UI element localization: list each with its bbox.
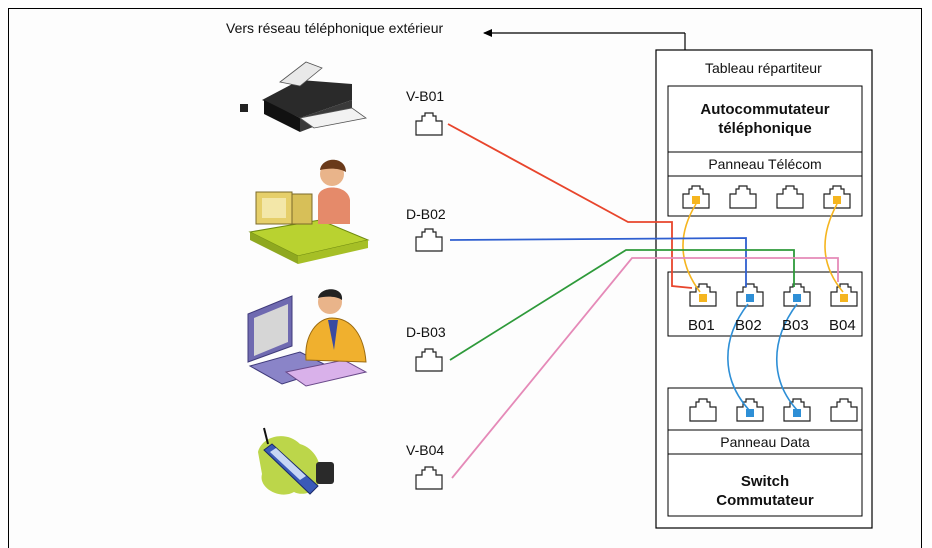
port-label-b03: B03: [782, 317, 809, 334]
horizontal-cables: [447, 123, 839, 479]
pabx-label: Autocommutateur téléphonique: [668, 100, 862, 138]
computer-workstation-icon: [248, 159, 370, 264]
outlet-label-v-b01: V-B01: [406, 88, 445, 104]
rack-title: Tableau répartiteur: [705, 60, 822, 76]
external-network-label: Vers réseau téléphonique extérieur: [226, 20, 444, 36]
data-panel-ports: [689, 398, 858, 422]
outlet-label-d-b02: D-B02: [406, 206, 446, 222]
pabx-label-line1: Autocommutateur: [700, 101, 830, 118]
switch-label-line1: Switch: [740, 473, 790, 490]
mobile-phone-icon: [258, 427, 334, 495]
computer-workstation-icon-2: [247, 289, 368, 387]
switch-label-line2: Commutateur: [716, 492, 814, 509]
port-label-b04: B04: [829, 317, 856, 334]
patch-cords: [682, 203, 844, 411]
port-label-b02: B02: [735, 317, 762, 334]
fax-printer-icon: [240, 61, 367, 132]
data-panel-label: Panneau Data: [720, 434, 810, 450]
patch-panel-ports: [689, 283, 858, 307]
outlet-label-v-b04: V-B04: [406, 442, 445, 458]
telecom-panel-label: Panneau Télécom: [708, 156, 822, 172]
wall-outlet-jacks: [415, 112, 443, 490]
telecom-panel-ports: [682, 185, 851, 209]
distribution-rack: [655, 49, 873, 529]
outlet-label-d-b03: D-B03: [406, 324, 446, 340]
port-label-b01: B01: [688, 317, 715, 334]
pabx-label-line2: téléphonique: [718, 120, 812, 137]
external-link-arrow: [483, 29, 689, 77]
switch-label: Switch Commutateur: [668, 472, 862, 510]
